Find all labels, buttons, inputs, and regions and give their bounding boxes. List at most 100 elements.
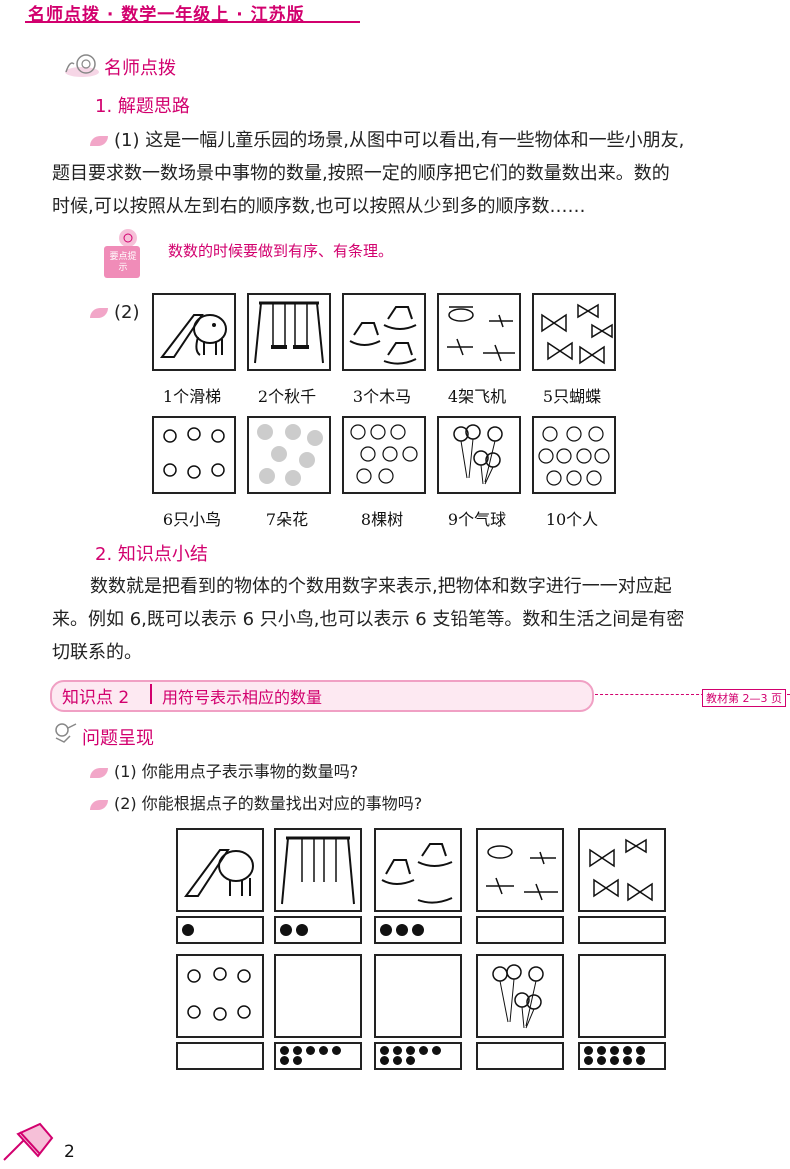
dot <box>610 1056 619 1065</box>
subheading-zhishi: 2. 知识点小结 <box>95 544 208 565</box>
paragraph-line: 数数就是把看到的物体的个数用数字来表示,把物体和数字进行一一对应起 <box>90 576 672 597</box>
swing-icon <box>254 301 324 364</box>
caption-plane: 4架飞机 <box>447 387 507 406</box>
caption-slide: 1个滑梯 <box>162 387 222 406</box>
dot <box>380 1056 389 1065</box>
question-2: (2) 你能根据点子的数量找出对应的事物吗? <box>90 790 422 814</box>
dot <box>597 1056 606 1065</box>
caption-swing: 2个秋千 <box>257 387 317 406</box>
paragraph-line: 切联系的。 <box>52 642 142 663</box>
balloon-icon <box>492 964 544 1029</box>
flower-icon <box>257 424 323 486</box>
leaf-icon <box>90 136 108 146</box>
dot <box>623 1056 632 1065</box>
pushpin-icon <box>3 1122 54 1161</box>
exercise-butterfly-picture <box>578 828 666 912</box>
people-picture <box>532 416 616 494</box>
balloon-picture <box>437 416 521 494</box>
tree-picture <box>342 416 426 494</box>
airplane-picture <box>437 293 521 371</box>
dot-box[interactable] <box>274 916 362 944</box>
dot-box[interactable] <box>374 916 462 944</box>
butterfly-icon <box>541 303 613 365</box>
dot-box[interactable] <box>374 1042 462 1070</box>
dot <box>610 1046 619 1055</box>
swing-picture <box>247 293 331 371</box>
dot <box>419 1046 428 1055</box>
caption-bird: 6只小鸟 <box>162 510 222 529</box>
question-bird-icon <box>55 723 77 743</box>
rocking-horse-icon <box>349 306 417 365</box>
page-number: 2 <box>64 1142 75 1162</box>
exercise-horse-picture <box>374 828 462 912</box>
dot <box>584 1056 593 1065</box>
elephant-slide-icon <box>159 314 227 358</box>
dot <box>182 924 194 936</box>
dot <box>393 1046 402 1055</box>
tip-text: 数数的时候要做到有序、有条理。 <box>168 242 394 260</box>
knowledge-point-bar <box>50 680 594 712</box>
dot <box>296 924 308 936</box>
butterfly-icon <box>589 838 653 902</box>
tip-badge-icon <box>104 229 140 278</box>
face-icon <box>538 426 610 486</box>
dot-box[interactable] <box>476 1042 564 1070</box>
exercise-balloon-picture <box>476 954 564 1038</box>
tree-icon <box>350 424 418 484</box>
caption-horse: 3个木马 <box>352 387 412 406</box>
caption-flower: 7朵花 <box>265 510 309 529</box>
dot-box[interactable] <box>274 1042 362 1070</box>
dot <box>293 1056 302 1065</box>
exercise-swing-picture <box>274 828 362 912</box>
empty-picture-box[interactable] <box>578 954 666 1038</box>
swing-icon <box>281 836 355 905</box>
bird-picture <box>152 416 236 494</box>
header-title: 名师点拨 · 数学一年级上 · 江苏版 <box>28 5 305 25</box>
dot-box[interactable] <box>476 916 564 944</box>
empty-picture-box[interactable] <box>274 954 362 1038</box>
bird-icon <box>163 427 225 479</box>
leaf-icon <box>90 767 108 778</box>
exercise-plane-picture <box>476 828 564 912</box>
empty-picture-box[interactable] <box>374 954 462 1038</box>
subheading-jieti: 1. 解题思路 <box>95 96 190 117</box>
caption-butterfly: 5只蝴蝶 <box>542 387 602 406</box>
section-title-wenti: 问题呈现 <box>82 728 154 749</box>
flower-picture <box>247 416 331 494</box>
dot <box>280 1056 289 1065</box>
dot-box[interactable] <box>578 1042 666 1070</box>
dot <box>623 1046 632 1055</box>
dashed-rule <box>595 694 790 695</box>
balloon-icon <box>453 424 503 485</box>
dot <box>280 1046 289 1055</box>
dot <box>636 1046 645 1055</box>
caption-people: 10个人 <box>545 510 599 529</box>
dot-box[interactable] <box>176 1042 264 1070</box>
butterfly-picture <box>532 293 616 371</box>
exercise-bird-picture <box>176 954 264 1038</box>
dot <box>597 1046 606 1055</box>
dot <box>380 1046 389 1055</box>
paragraph-line: 来。例如 6,既可以表示 6 只小鸟,也可以表示 6 支铅笔等。数和生活之间是有… <box>52 609 685 630</box>
caption-tree: 8棵树 <box>360 510 404 529</box>
dot <box>396 924 408 936</box>
textbook-page-ref: 教材第 2—3 页 <box>702 689 786 707</box>
dot <box>280 924 292 936</box>
dot-box[interactable] <box>578 916 666 944</box>
leaf-icon <box>90 308 108 318</box>
dot <box>432 1046 441 1055</box>
dot <box>406 1046 415 1055</box>
dot <box>584 1046 593 1055</box>
paragraph-line: 题目要求数一数场景中事物的数量,按照一定的顺序把它们的数量数出来。数的 <box>52 163 670 184</box>
bird-icon <box>187 967 251 1021</box>
dot <box>412 924 424 936</box>
section-title-mingshi: 名师点拨 <box>104 58 176 79</box>
dot <box>380 924 392 936</box>
part-label: (2) <box>90 296 140 330</box>
dot <box>293 1046 302 1055</box>
airplane-icon <box>447 306 515 362</box>
leaf-icon <box>90 799 108 810</box>
dot <box>319 1046 328 1055</box>
rocking-horse-picture <box>342 293 426 371</box>
dot-box[interactable] <box>176 916 264 944</box>
